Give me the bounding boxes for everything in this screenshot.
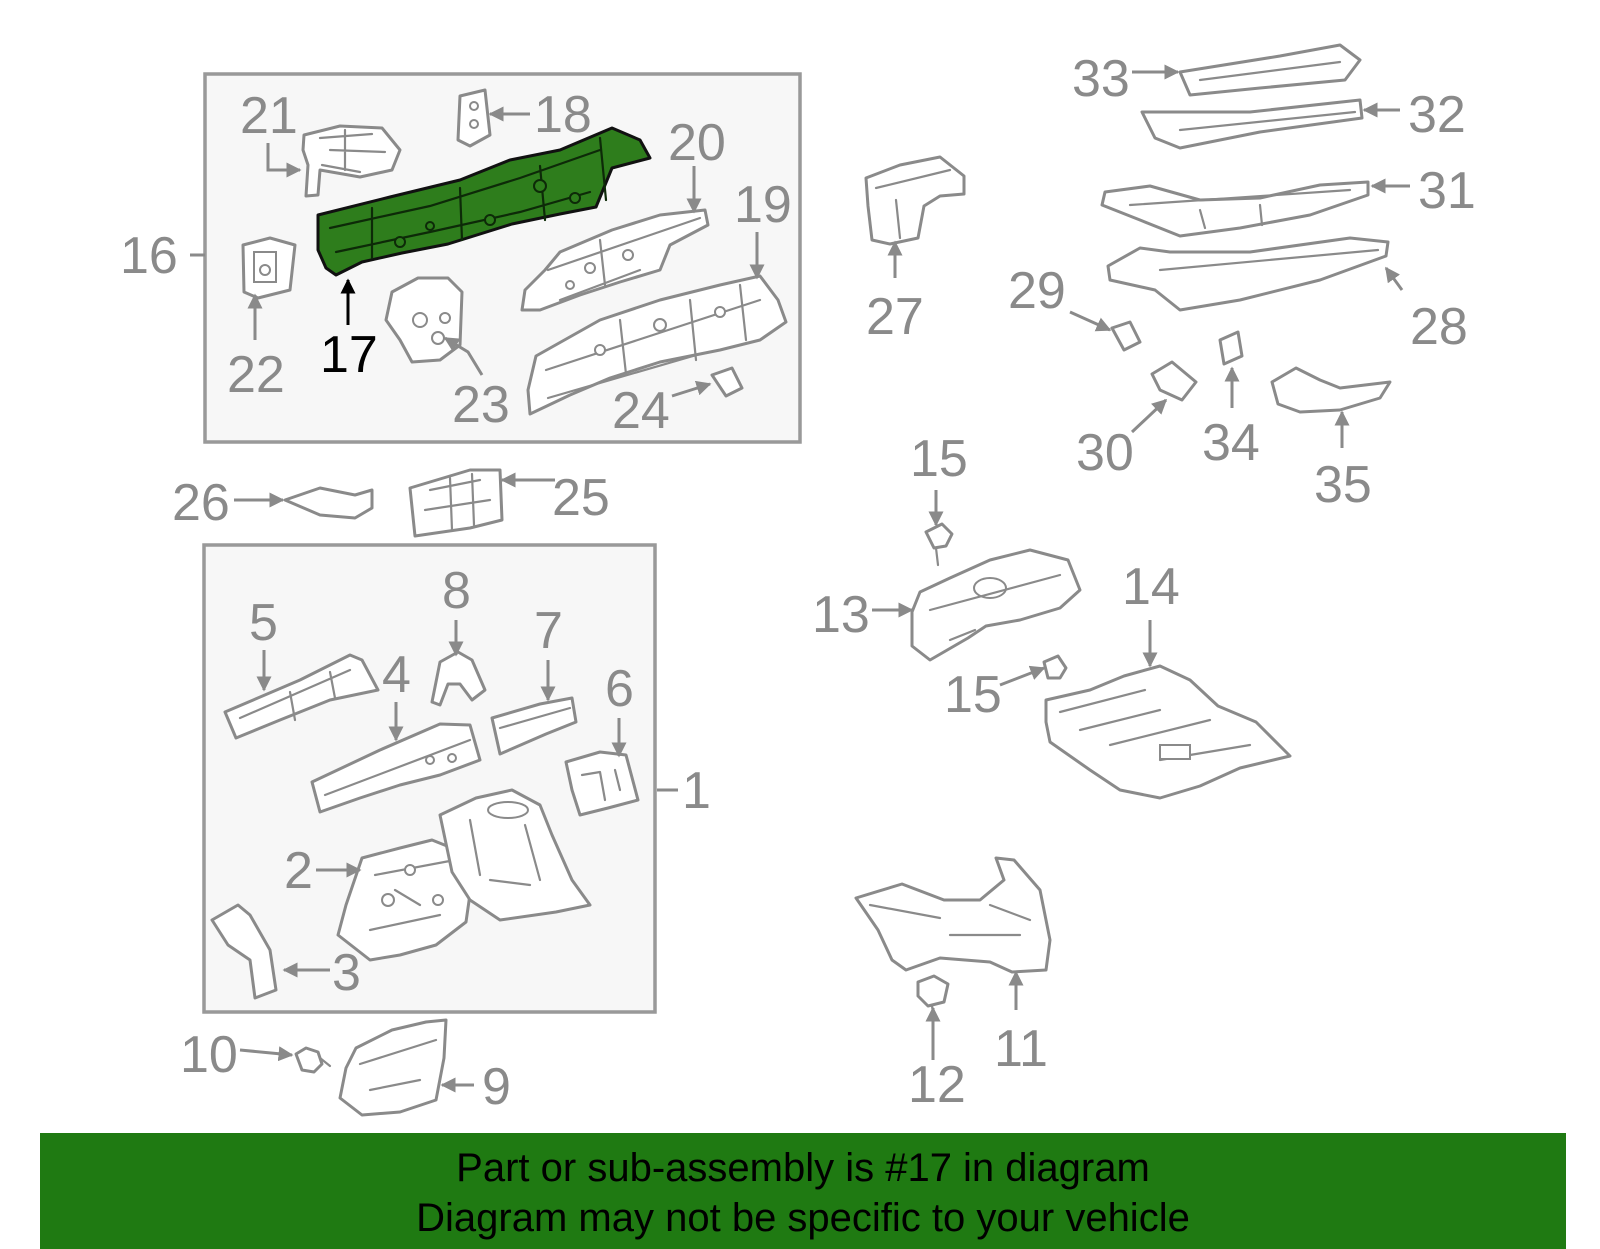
label-5: 5 [249, 594, 278, 652]
label-15-bottom: 15 [944, 666, 1002, 724]
label-34: 34 [1202, 414, 1260, 472]
callout-labels: 16 21 18 20 19 22 17 23 24 25 26 5 8 4 7… [120, 50, 1476, 1116]
label-2: 2 [284, 842, 313, 900]
label-33: 33 [1072, 50, 1130, 108]
label-11: 11 [994, 1020, 1048, 1078]
label-24: 24 [612, 382, 670, 440]
footer-banner: Part or sub-assembly is #17 in diagram D… [40, 1133, 1566, 1249]
part-18[interactable] [456, 88, 492, 148]
label-18: 18 [534, 86, 592, 144]
part-11[interactable] [854, 856, 1052, 974]
part-24[interactable] [710, 366, 744, 398]
part-21[interactable] [301, 124, 402, 198]
part-6[interactable] [564, 750, 640, 817]
part-25[interactable] [408, 468, 504, 538]
part-7[interactable] [490, 696, 578, 756]
label-32: 32 [1408, 86, 1466, 144]
label-27: 27 [866, 288, 924, 346]
label-26: 26 [172, 474, 230, 532]
label-3: 3 [332, 944, 361, 1002]
part-4[interactable] [310, 722, 482, 814]
label-22: 22 [227, 346, 285, 404]
part-33[interactable] [1178, 43, 1362, 97]
label-21: 21 [240, 87, 298, 145]
label-25: 25 [552, 469, 610, 527]
part-22[interactable] [241, 236, 297, 300]
part-27[interactable] [864, 155, 966, 246]
label-15-top: 15 [910, 430, 968, 488]
label-1: 1 [682, 762, 711, 820]
leader-lines [190, 64, 1410, 1093]
part-23[interactable] [384, 276, 464, 364]
part-15-clip-top[interactable] [924, 522, 954, 567]
part-30[interactable] [1150, 360, 1198, 402]
part-5[interactable] [223, 653, 380, 740]
part-31[interactable] [1100, 180, 1370, 238]
label-35: 35 [1314, 456, 1372, 514]
part-13[interactable] [910, 548, 1082, 662]
part-2b-inner[interactable] [438, 788, 592, 922]
part-29[interactable] [1110, 320, 1142, 352]
parts-diagram: 16 21 18 20 19 22 17 23 24 25 26 5 8 4 7… [120, 43, 1476, 1117]
part-15-clip-bottom[interactable] [1042, 654, 1068, 680]
label-13: 13 [812, 586, 870, 644]
part-19[interactable] [526, 274, 788, 416]
label-30: 30 [1076, 424, 1134, 482]
label-19: 19 [734, 176, 792, 234]
label-16: 16 [120, 227, 178, 285]
label-4: 4 [382, 646, 411, 704]
footer-line-2: Diagram may not be specific to your vehi… [416, 1196, 1190, 1240]
part-32[interactable] [1140, 98, 1364, 150]
part-34[interactable] [1218, 330, 1244, 366]
label-31: 31 [1418, 162, 1476, 220]
part-35[interactable] [1270, 366, 1392, 414]
label-28: 28 [1410, 298, 1468, 356]
label-20: 20 [668, 114, 726, 172]
footer-line-1: Part or sub-assembly is #17 in diagram [456, 1146, 1150, 1190]
part-17-highlighted[interactable] [316, 126, 652, 277]
label-9: 9 [482, 1058, 511, 1116]
label-14: 14 [1122, 558, 1180, 616]
label-29: 29 [1008, 262, 1066, 320]
label-8: 8 [442, 562, 471, 620]
label-12: 12 [908, 1056, 966, 1114]
label-17: 17 [320, 326, 378, 384]
part-28[interactable] [1106, 236, 1390, 312]
part-9[interactable] [338, 1018, 448, 1117]
part-26[interactable] [283, 486, 374, 520]
label-23: 23 [452, 376, 510, 434]
part-20[interactable] [520, 208, 710, 312]
part-8[interactable] [430, 650, 487, 707]
part-3[interactable] [210, 903, 278, 1000]
label-7: 7 [534, 602, 563, 660]
part-10-clip[interactable] [294, 1046, 332, 1074]
part-14[interactable] [1044, 664, 1292, 800]
label-6: 6 [605, 660, 634, 718]
label-10: 10 [180, 1026, 238, 1084]
part-2[interactable] [336, 838, 474, 962]
